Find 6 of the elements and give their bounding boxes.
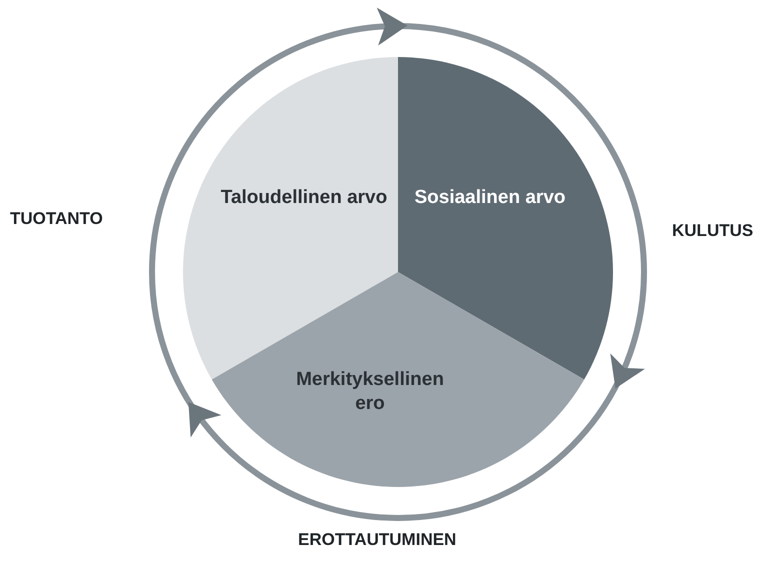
slice-label: Taloudellinen arvo: [220, 186, 388, 210]
stage-label: TUOTANTO: [10, 209, 103, 229]
stage-label: EROTTAUTUMINEN: [298, 530, 456, 550]
slice-label: Sosiaalinen arvo: [413, 186, 566, 210]
slice-label: Merkityksellinen ero: [295, 368, 445, 416]
stage-label: KULUTUS: [672, 221, 754, 241]
